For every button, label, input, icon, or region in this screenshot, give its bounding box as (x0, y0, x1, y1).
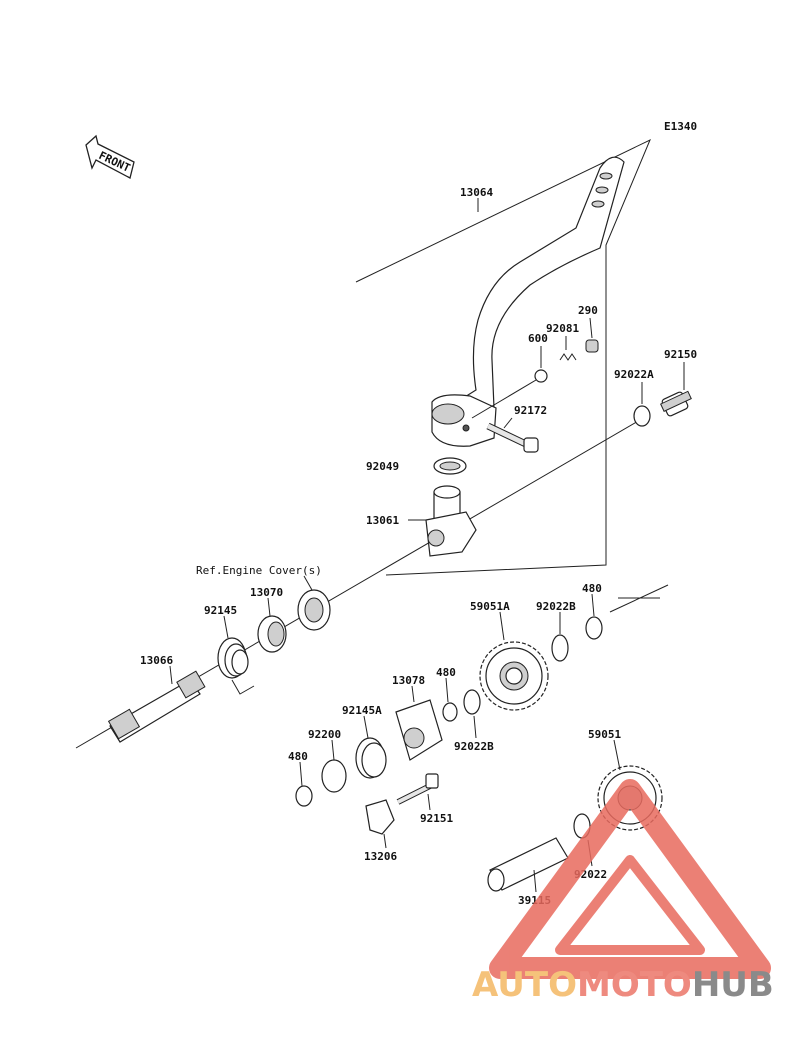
part-92022B-washer-2 (463, 689, 481, 715)
part-290-plug (585, 339, 599, 353)
part-480-circlip (585, 616, 603, 640)
part-92022A-washer (633, 405, 651, 427)
label-59051A: 59051A (470, 600, 510, 613)
diagram-code: E1340 (664, 120, 697, 133)
label-92145A: 92145A (342, 704, 382, 717)
part-92081-spring (559, 353, 577, 361)
label-480-a: 480 (582, 582, 602, 595)
label-480-b: 480 (436, 666, 456, 679)
front-arrow-icon: FRONT (85, 134, 135, 179)
label-59051: 59051 (588, 728, 621, 741)
part-59051A-gear (479, 641, 549, 711)
label-92022A: 92022A (614, 368, 654, 381)
label-92151: 92151 (420, 812, 453, 825)
part-480-circlip-2 (442, 702, 458, 722)
watermark-hub: HUB (692, 965, 774, 1005)
label-13070: 13070 (250, 586, 283, 599)
part-oil-seal (297, 589, 331, 631)
part-92151-bolt (396, 773, 439, 805)
label-92049: 92049 (366, 460, 399, 473)
part-92172-bolt (486, 422, 539, 453)
label-13064: 13064 (460, 186, 493, 199)
watermark-triangle-icon (489, 779, 771, 979)
label-92172: 92172 (514, 404, 547, 417)
label-13078: 13078 (392, 674, 425, 687)
label-92145: 92145 (204, 604, 237, 617)
assembly-bracket (355, 138, 651, 576)
watermark-logo (489, 779, 771, 979)
part-92145A-spring (355, 737, 387, 779)
watermark-auto: AUTO (472, 965, 577, 1005)
part-92145-spring (217, 637, 255, 695)
label-13061: 13061 (366, 514, 399, 527)
label-92022B-b: 92022B (454, 740, 494, 753)
watermark-text: AUTOMOTOHUB (472, 965, 774, 1005)
label-92022B-a: 92022B (536, 600, 576, 613)
label-13066: 13066 (140, 654, 173, 667)
label-92200: 92200 (308, 728, 341, 741)
part-480-circlip-3 (295, 785, 313, 807)
part-13206-guide (365, 799, 395, 835)
reference-note: Ref.Engine Cover(s) (196, 564, 322, 577)
part-92049-seal (433, 457, 467, 475)
watermark-moto: MOTO (577, 965, 692, 1005)
part-600-ball (534, 369, 548, 383)
kick-pedal-lever (431, 156, 625, 447)
label-290: 290 (578, 304, 598, 317)
part-92022B-washer (551, 634, 569, 662)
part-13070-collar (257, 615, 287, 653)
part-92200-washer (321, 759, 347, 793)
label-600: 600 (528, 332, 548, 345)
part-13078-ratchet (395, 699, 443, 761)
part-13061-boss (425, 485, 477, 557)
label-92150: 92150 (664, 348, 697, 361)
label-13206: 13206 (364, 850, 397, 863)
part-13066-kick-shaft (107, 670, 206, 743)
label-92081: 92081 (546, 322, 579, 335)
part-92150-bolt (660, 390, 692, 417)
label-480-c: 480 (288, 750, 308, 763)
